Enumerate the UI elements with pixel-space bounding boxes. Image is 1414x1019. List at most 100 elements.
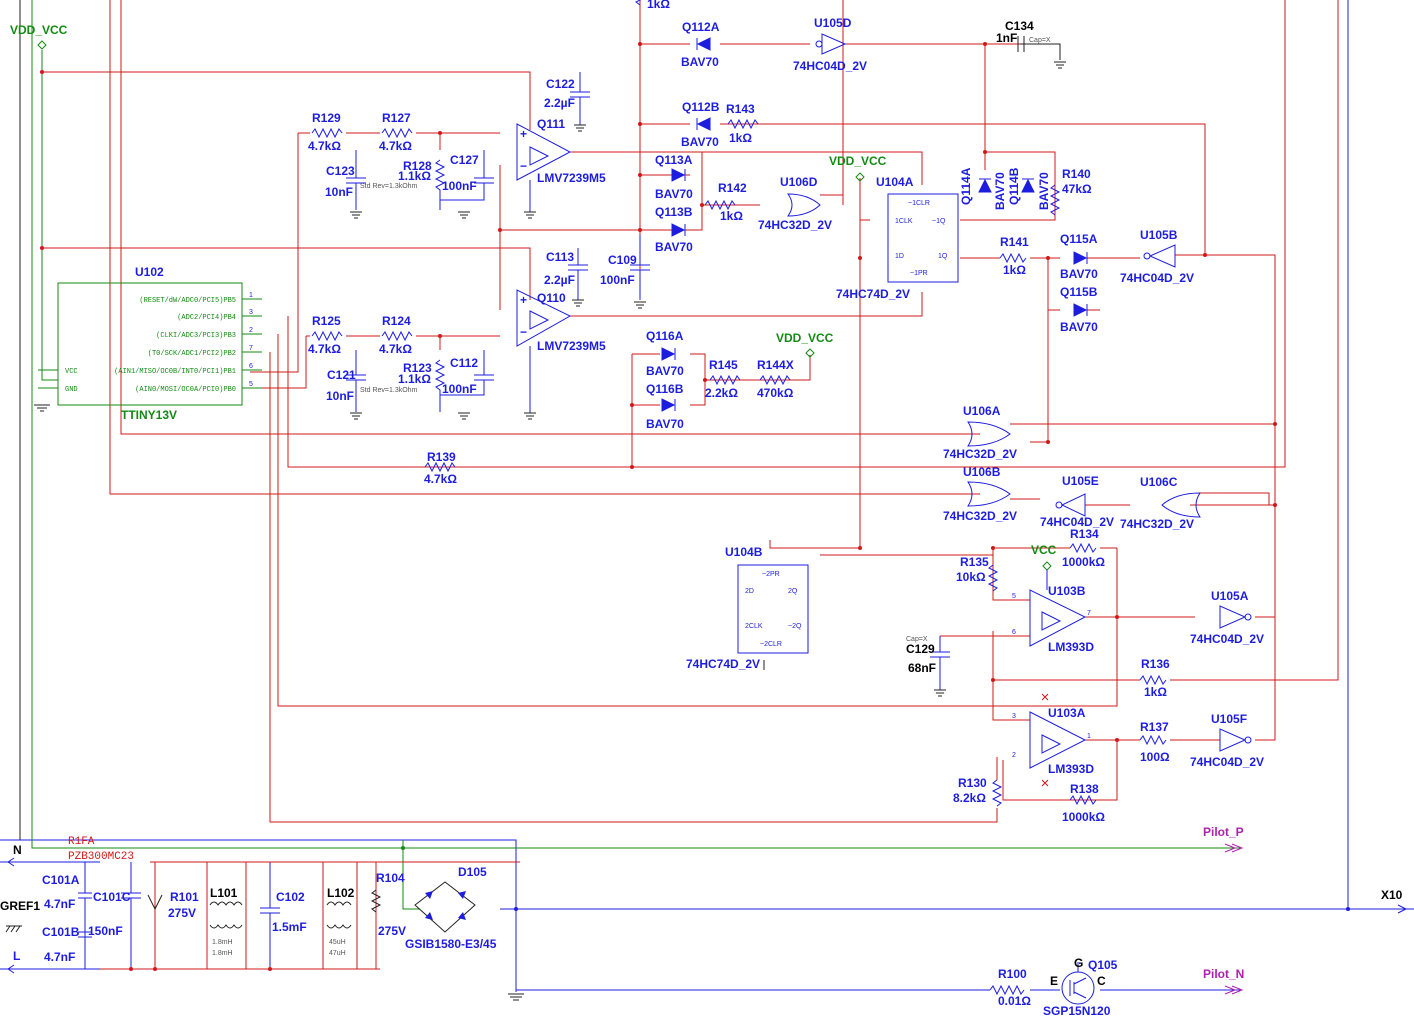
- svg-text:VDD_VCC: VDD_VCC: [776, 331, 834, 345]
- svg-text:C101A: C101A: [42, 873, 80, 887]
- svg-text:~1PR: ~1PR: [910, 270, 928, 277]
- svg-text:1.5mF: 1.5mF: [272, 920, 307, 934]
- opamp-u103b: U103B LM393D 567: [1012, 584, 1094, 654]
- capacitor-symbols: [78, 36, 1066, 969]
- svg-text:2Q: 2Q: [788, 588, 798, 595]
- opamp-part: LMV7239M5: [537, 171, 606, 185]
- svg-text:BAV70: BAV70: [993, 172, 1007, 210]
- svg-text:1kΩ: 1kΩ: [1144, 685, 1167, 699]
- svg-text:Cap=X: Cap=X: [906, 636, 928, 643]
- black-wires: [19, 0, 1061, 840]
- ff-part: 74HC74D_2V: [686, 657, 760, 671]
- svg-text:BAV70: BAV70: [1037, 172, 1051, 210]
- svg-text:1CLK: 1CLK: [895, 218, 913, 225]
- opamp-ref: Q110: [537, 291, 566, 305]
- svg-text:Q115B: Q115B: [1060, 285, 1098, 299]
- svg-text:BAV70: BAV70: [1060, 267, 1098, 281]
- svg-text:68nF: 68nF: [908, 661, 936, 675]
- svg-text:−: −: [520, 159, 527, 173]
- svg-text:C127: C127: [450, 153, 479, 167]
- svg-text:U106D: U106D: [780, 175, 818, 189]
- mcu-pinnum-3: 3: [249, 309, 253, 316]
- mcu-pinnum-5: 5: [249, 381, 253, 388]
- svg-text:4.7kΩ: 4.7kΩ: [308, 139, 341, 153]
- svg-text:R123: R123: [403, 361, 432, 375]
- resistor-symbols: [311, 0, 1167, 996]
- opamp-q111: + − Q111 LMV7239M5: [516, 117, 606, 219]
- svg-text:N: N: [13, 843, 22, 857]
- flipflop-u104b: U104B 74HC74D_2V ~2PR 2D 2Q 2CLK ~2Q ~2C…: [686, 545, 809, 671]
- svg-text:2.2µF: 2.2µF: [544, 96, 575, 110]
- svg-text:R128: R128: [403, 159, 432, 173]
- svg-text:U105A: U105A: [1211, 589, 1249, 603]
- svg-text:C101B: C101B: [42, 925, 80, 939]
- svg-text:Q114B: Q114B: [1007, 167, 1021, 205]
- svg-text:4.7kΩ: 4.7kΩ: [308, 342, 341, 356]
- svg-text:R144X: R144X: [757, 358, 794, 372]
- svg-text:C: C: [1097, 974, 1106, 988]
- svg-text:+: +: [520, 293, 527, 307]
- power-stage: R1FA PZB300MC23 L101 1.8mH 1.8mH L102 45…: [68, 836, 1118, 1018]
- svg-text:C112: C112: [450, 356, 478, 370]
- green-wires: [31, 0, 1240, 910]
- opamp-u103a: U103A LM393D 321: [1012, 693, 1094, 787]
- svg-text:U105E: U105E: [1062, 474, 1099, 488]
- svg-text:74HC32D_2V: 74HC32D_2V: [943, 447, 1017, 461]
- net-flags: N L GREF1 Pilot_P Pilot_N X10: [0, 825, 1408, 995]
- svg-text:C122: C122: [546, 77, 575, 91]
- svg-text:GSIB1580-E3/45: GSIB1580-E3/45: [405, 937, 497, 951]
- svg-text:U106B: U106B: [963, 465, 1001, 479]
- svg-text:Q115A: Q115A: [1060, 232, 1098, 246]
- svg-text:Q114A: Q114A: [959, 167, 973, 205]
- svg-text:BAV70: BAV70: [655, 187, 693, 201]
- svg-text:~2CLR: ~2CLR: [760, 641, 782, 648]
- svg-text:C109: C109: [608, 253, 637, 267]
- svg-text:8.2kΩ: 8.2kΩ: [953, 791, 986, 805]
- flipflop-u104a: U104A 74HC74D_2V ~1CLR 1CLK ~1Q 1D 1Q ~1…: [836, 175, 959, 301]
- svg-text:470kΩ: 470kΩ: [757, 386, 794, 400]
- mcu-pin-pb0: (AIN0/MOSI/OC0A/PCI0)PB0: [135, 386, 236, 394]
- svg-text:Std Rev=1.3kOhm: Std Rev=1.3kOhm: [360, 387, 418, 394]
- svg-text:2.2kΩ: 2.2kΩ: [705, 386, 738, 400]
- svg-text:4.7nF: 4.7nF: [44, 897, 75, 911]
- svg-text:7: 7: [1087, 610, 1091, 617]
- opamp-q110: + − Q110 LMV7239M5: [516, 289, 606, 420]
- svg-text:R134: R134: [1070, 527, 1099, 541]
- ff-ref: U104A: [876, 175, 914, 189]
- svg-text:2.2µF: 2.2µF: [544, 273, 575, 287]
- svg-text:3: 3: [1012, 713, 1016, 720]
- svg-text:~1CLR: ~1CLR: [908, 200, 930, 207]
- svg-text:L: L: [13, 949, 20, 963]
- svg-text:R135: R135: [960, 555, 989, 569]
- ground-symbols: [34, 301, 765, 670]
- svg-text:1Q: 1Q: [938, 253, 948, 260]
- mcu-part: TTINY13V: [121, 408, 177, 422]
- svg-text:275V: 275V: [168, 906, 196, 920]
- svg-text:4.7kΩ: 4.7kΩ: [379, 139, 412, 153]
- svg-text:E: E: [1050, 974, 1058, 988]
- opamp-part: LM393D: [1048, 762, 1094, 776]
- svg-text:L102: L102: [327, 886, 355, 900]
- svg-text:U106C: U106C: [1140, 475, 1178, 489]
- svg-text:100nF: 100nF: [442, 382, 477, 396]
- mcu-pin-pb1: (AIN1/MISO/OC0B/INT0/PCI1)PB1: [114, 368, 236, 376]
- svg-text:R125: R125: [312, 314, 341, 328]
- vcc-net: VCC: [1031, 543, 1057, 590]
- svg-text:100Ω: 100Ω: [1140, 750, 1170, 764]
- svg-text:150nF: 150nF: [88, 924, 123, 938]
- svg-text:G: G: [1074, 956, 1083, 970]
- inverter-u105e: U105E 74HC04D_2V: [1040, 474, 1114, 529]
- svg-text:Q105: Q105: [1088, 958, 1118, 972]
- svg-text:R138: R138: [1070, 782, 1099, 796]
- inverter-u105a: U105A 74HC04D_2V: [1190, 589, 1264, 646]
- opamp-ref: Q111: [537, 117, 565, 131]
- svg-text:R129: R129: [312, 111, 341, 125]
- svg-text:BAV70: BAV70: [646, 417, 684, 431]
- svg-text:BAV70: BAV70: [655, 240, 693, 254]
- svg-text:74HC04D_2V: 74HC04D_2V: [1040, 515, 1114, 529]
- svg-text:275V: 275V: [378, 924, 406, 938]
- svg-text:R139: R139: [427, 450, 456, 464]
- svg-text:74HC04D_2V: 74HC04D_2V: [1190, 632, 1264, 646]
